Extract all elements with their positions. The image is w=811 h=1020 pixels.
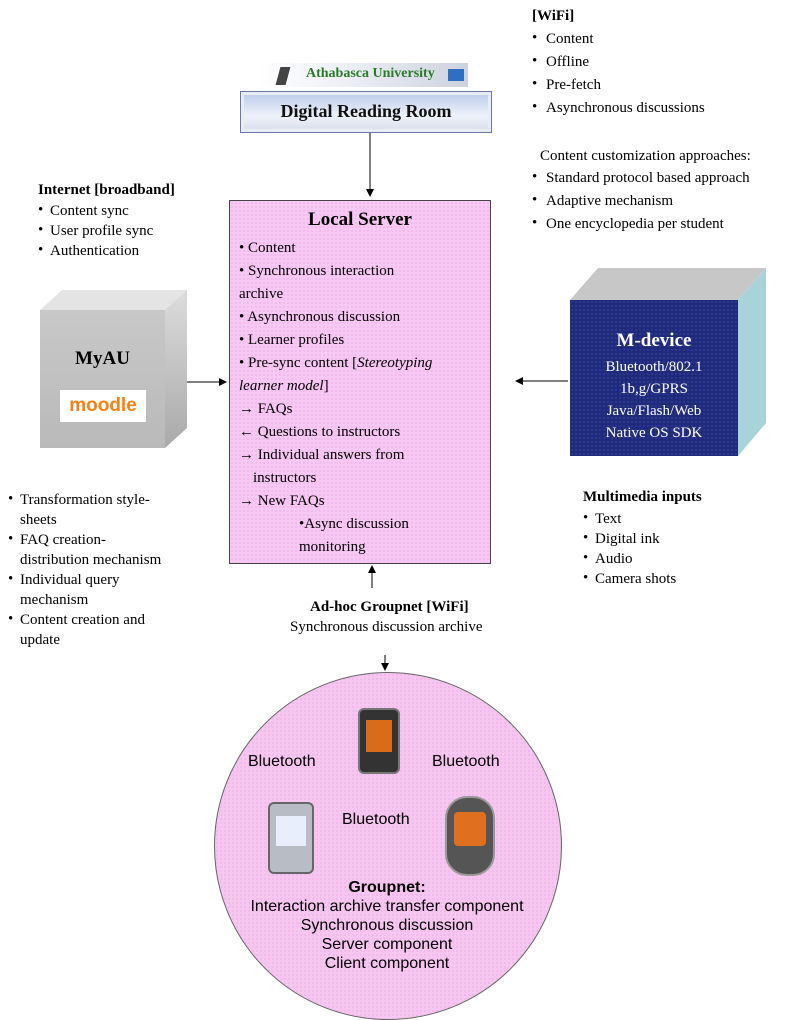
- mdevice-line: Native OS SDK: [605, 425, 703, 441]
- multimedia-item: Audio: [583, 548, 702, 569]
- groupnet-title: Groupnet:: [348, 879, 426, 896]
- multimedia-item: Text: [583, 508, 702, 529]
- digital-reading-room-box: Digital Reading Room: [240, 91, 492, 133]
- bluetooth-label-bottom: Bluetooth: [342, 811, 410, 828]
- wifi-item: Asynchronous discussions: [532, 96, 705, 120]
- internet-item: User profile sync: [38, 220, 175, 241]
- mdevice-text: M-device Bluetooth/802.1 1b,g/GPRS Java/…: [570, 328, 738, 444]
- myau-title: MyAU: [75, 348, 130, 369]
- feature-item: FAQ creation-distribution mechanism: [8, 529, 161, 570]
- wifi-item: Offline: [532, 50, 705, 74]
- bluetooth-label-left: Bluetooth: [248, 753, 316, 770]
- phone-top-icon: [358, 708, 400, 774]
- athabasca-mark-icon: [275, 67, 291, 85]
- internet-section: Internet [broadband] Content sync User p…: [38, 180, 175, 261]
- groupnet-line: Interaction archive transfer component: [250, 898, 524, 915]
- wifi-section: [WiFi] Content Offline Pre-fetch Asynchr…: [532, 6, 705, 120]
- groupnet-line: Synchronous discussion: [300, 917, 474, 934]
- adhoc-title: Ad-hoc Groupnet [WiFi]: [310, 599, 469, 615]
- wifi-item: Content: [532, 27, 705, 51]
- ls-line: → Individual answers from: [239, 447, 405, 463]
- customization-item: Adaptive mechanism: [532, 189, 751, 213]
- mdevice-line: 1b,g/GPRS: [620, 381, 688, 397]
- groupnet-line: Client component: [324, 955, 450, 972]
- mdevice-title: M-device: [616, 330, 692, 351]
- digital-reading-room-banner: Athabasca University Digital Reading Roo…: [240, 63, 492, 133]
- customization-item: Standard protocol based approach: [532, 166, 751, 190]
- phone-left-icon: [268, 802, 314, 874]
- moodle-logo-icon: moodle: [60, 390, 146, 422]
- ls-line: monitoring: [299, 539, 366, 555]
- local-server-list: • Content • Synchronous interaction arch…: [239, 237, 484, 559]
- customization-title: Content customization approaches:: [540, 148, 751, 164]
- myau-cube: MyAU moodle: [40, 290, 190, 450]
- multimedia-item: Digital ink: [583, 528, 702, 549]
- internet-item: Content sync: [38, 200, 175, 221]
- ls-line: • Synchronous interaction: [239, 263, 395, 279]
- ls-line: ← Questions to instructors: [239, 424, 401, 440]
- ls-line: • Content: [239, 240, 296, 256]
- wifi-title: [WiFi]: [532, 8, 575, 24]
- athabasca-logo-icon: [448, 69, 464, 81]
- customization-section: Content customization approaches: Standa…: [532, 146, 751, 236]
- digital-reading-room-label: Digital Reading Room: [280, 101, 452, 121]
- myau-features: Transformation style-sheets FAQ creation…: [8, 489, 161, 650]
- ls-line: learner model]: [239, 378, 329, 394]
- feature-item: Transformation style-sheets: [8, 489, 161, 530]
- adhoc-section: Ad-hoc Groupnet [WiFi] Synchronous discu…: [290, 597, 540, 637]
- multimedia-title: Multimedia inputs: [583, 489, 702, 505]
- internet-item: Authentication: [38, 240, 175, 261]
- athabasca-university-label: Athabasca University: [306, 66, 435, 81]
- ls-line: •Async discussion: [299, 516, 409, 532]
- bluetooth-label-right: Bluetooth: [432, 753, 500, 770]
- internet-title: Internet [broadband]: [38, 182, 175, 198]
- athabasca-strip: Athabasca University: [258, 63, 468, 87]
- mdevice-line: Bluetooth/802.1: [605, 359, 703, 375]
- ls-line: instructors: [253, 470, 317, 486]
- ls-line: archive: [239, 286, 284, 302]
- ls-line: • Learner profiles: [239, 332, 345, 348]
- mdevice-line: Java/Flash/Web: [606, 403, 702, 419]
- wifi-item: Pre-fetch: [532, 73, 705, 97]
- ls-line: → New FAQs: [239, 493, 325, 509]
- ls-italic: Stereotyping: [357, 355, 433, 371]
- local-server-title: Local Server: [308, 209, 412, 230]
- phone-right-icon: [445, 796, 495, 876]
- customization-item: One encyclopedia per student: [532, 212, 751, 236]
- multimedia-item: Camera shots: [583, 568, 702, 589]
- groupnet-line: Server component: [321, 936, 453, 953]
- adhoc-subtitle: Synchronous discussion archive: [290, 619, 483, 635]
- ls-line: → FAQs: [239, 401, 293, 417]
- mdevice-cube: M-device Bluetooth/802.1 1b,g/GPRS Java/…: [570, 268, 770, 458]
- ls-line: • Pre-sync content [Stereotyping: [239, 355, 433, 371]
- multimedia-section: Multimedia inputs Text Digital ink Audio…: [583, 487, 702, 589]
- local-server-box: Local Server • Content • Synchronous int…: [229, 200, 491, 564]
- groupnet-text: Groupnet: Interaction archive transfer c…: [214, 878, 560, 973]
- ls-line: • Asynchronous discussion: [239, 309, 401, 325]
